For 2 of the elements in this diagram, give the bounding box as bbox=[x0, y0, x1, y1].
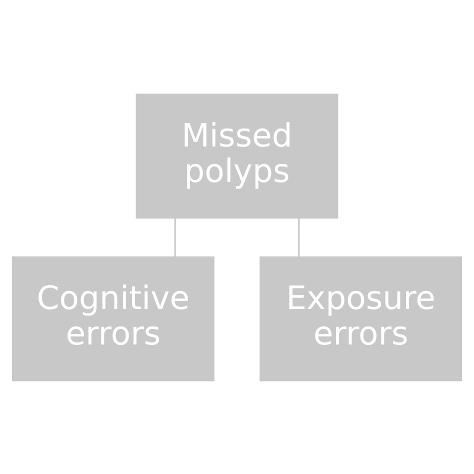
connector bbox=[174, 218, 176, 256]
connector bbox=[298, 218, 300, 256]
